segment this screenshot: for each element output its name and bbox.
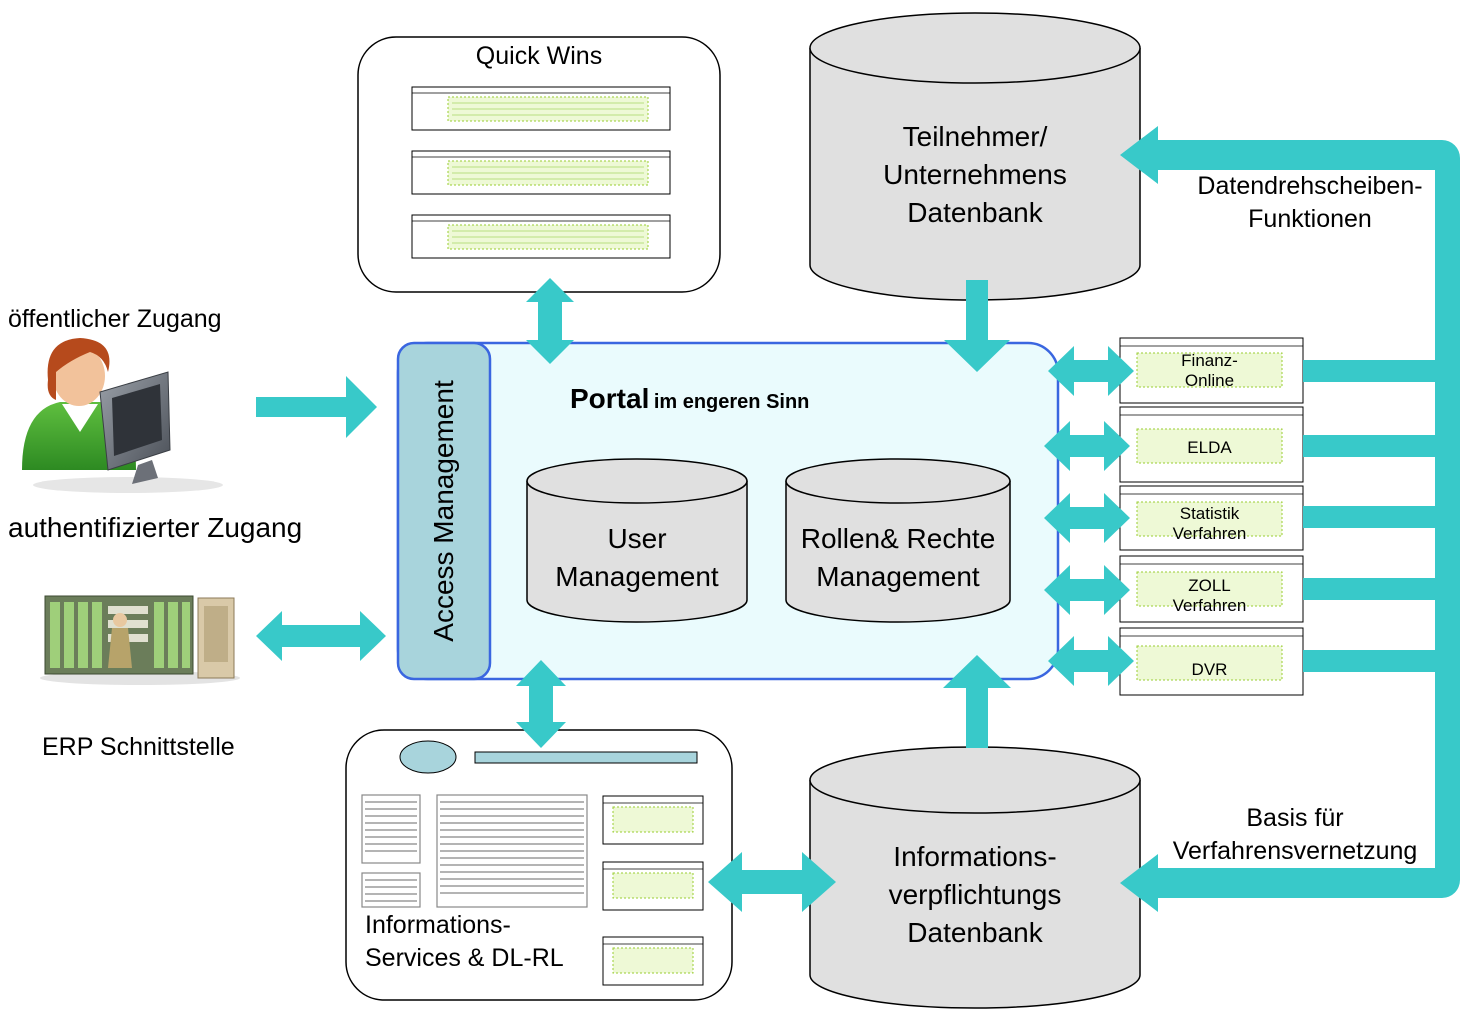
user-management-cylinder: [526, 458, 748, 623]
arrow-quickwins-portal: [526, 278, 574, 364]
data-hub-connector: [1120, 126, 1460, 912]
arrow-portal-zoll: [1044, 565, 1130, 615]
info-services-panel: [345, 729, 733, 1001]
info-services-label: Informations- Services & DL-RL: [365, 909, 564, 975]
rollen-rechte-label: Rollen& Rechte Management: [780, 520, 1016, 596]
procedure-window-statistik: [1119, 485, 1304, 551]
arrow-public-portal: [256, 376, 377, 438]
datendrehscheibe-label: Datendrehscheiben- Funktionen: [1160, 170, 1460, 236]
arrow-portal-statistik: [1044, 493, 1130, 543]
arrow-infoservices-infodb: [708, 852, 836, 912]
authenticated-access-label: authentifizierter Zugang: [8, 512, 303, 543]
teilnehmer-db-line1: Teilnehmer/: [902, 121, 1048, 152]
procedure-label-line1: Statistik: [1179, 504, 1240, 523]
rollen-rechte-cylinder: [785, 458, 1011, 623]
arrow-portal-infoservices: [516, 660, 566, 748]
quick-wins-panel: [357, 36, 721, 293]
teilnehmer-db-line3: Datenbank: [907, 197, 1043, 228]
access-management-bar: [396, 341, 492, 681]
quick-win-window: [411, 86, 671, 131]
procedure-label-dvr: DVR: [1137, 660, 1282, 680]
erp-server-icon: [40, 595, 240, 685]
basis-line1: Basis für: [1246, 804, 1344, 832]
info-db-line2: verpflichtungs: [888, 879, 1062, 910]
arrow-infodb-portal: [943, 655, 1011, 748]
procedure-label-statistik: Statistik Verfahren: [1137, 504, 1282, 544]
arrow-portal-dvr: [1048, 636, 1134, 686]
user-management-line1: User: [607, 523, 667, 554]
arrow-portal-elda: [1044, 421, 1130, 471]
procedure-label-line2: Verfahren: [1172, 524, 1247, 543]
rollen-rechte-line2: Management: [816, 561, 980, 592]
service-window: [602, 861, 704, 911]
rollen-rechte-line1: Rollen& Rechte: [800, 523, 996, 554]
basis-label: Basis für Verfahrensvernetzung: [1140, 802, 1450, 868]
arrow-erp-portal: [256, 611, 386, 661]
teilnehmer-db-line2: Unternehmens: [883, 159, 1067, 190]
service-window: [602, 795, 704, 845]
procedure-label-line2: Online: [1184, 371, 1235, 390]
access-management-label: Access Management: [428, 380, 459, 642]
quick-win-window: [411, 214, 671, 259]
procedure-label-line1: ZOLL: [1188, 576, 1231, 595]
procedure-window-dvr: [1119, 627, 1304, 696]
procedure-label-finanzonline: Finanz- Online: [1137, 351, 1282, 391]
erp-label: ERP Schnittstelle: [42, 733, 235, 761]
procedure-label-line1: DVR: [1191, 660, 1228, 679]
arrow-teilnehmer-portal: [944, 280, 1010, 372]
procedure-label-line1: Finanz-: [1181, 351, 1238, 370]
user-management-line2: Management: [555, 561, 719, 592]
datendrehscheibe-line2: Funktionen: [1248, 205, 1372, 233]
quick-wins-title: Quick Wins: [475, 42, 603, 70]
procedure-window-zoll: [1119, 555, 1304, 623]
procedure-label-elda: ELDA: [1137, 438, 1282, 458]
teilnehmer-database-cylinder: [809, 12, 1141, 301]
procedure-label-zoll: ZOLL Verfahren: [1137, 576, 1282, 616]
portal-subtitle: im engeren Sinn: [653, 391, 810, 413]
info-db-line1: Informations-: [893, 841, 1057, 872]
portal-title: Portal im engeren Sinn: [570, 383, 809, 415]
procedure-label-line1: ELDA: [1187, 438, 1232, 457]
basis-line2: Verfahrensvernetzung: [1172, 837, 1418, 865]
public-access-label: öffentlicher Zugang: [8, 305, 222, 333]
info-services-line2: Services & DL-RL: [365, 944, 564, 972]
user-management-label: User Management: [527, 520, 747, 596]
portal-title-main: Portal: [570, 383, 650, 414]
quick-win-window: [411, 150, 671, 195]
person-computer-icon: [22, 338, 223, 493]
teilnehmer-db-label: Teilnehmer/ Unternehmens Datenbank: [810, 118, 1140, 232]
arrow-portal-finanzonline: [1048, 346, 1134, 396]
datendrehscheibe-line1: Datendrehscheiben-: [1197, 172, 1423, 200]
info-db-line3: Datenbank: [907, 917, 1043, 948]
info-services-line1: Informations-: [365, 911, 511, 939]
info-db-label: Informations- verpflichtungs Datenbank: [810, 838, 1140, 952]
info-database-cylinder: [809, 746, 1141, 1009]
procedure-window-elda: [1119, 406, 1304, 483]
service-window: [602, 936, 704, 986]
procedure-label-line2: Verfahren: [1172, 596, 1247, 615]
